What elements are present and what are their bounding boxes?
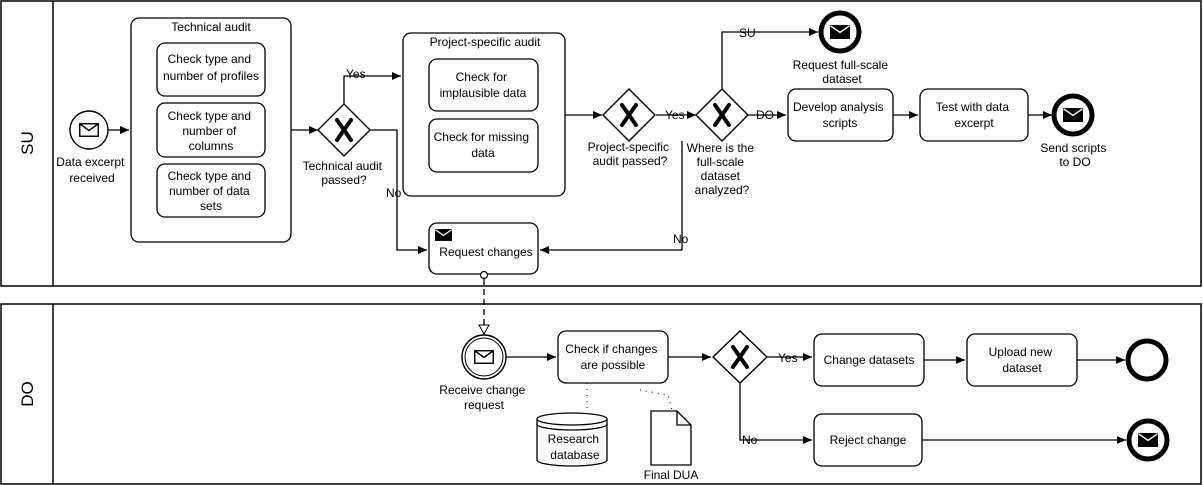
task-check-missing: Check for missing data (428, 118, 539, 173)
task-check-implausible: Check for implausible data (428, 58, 539, 112)
end-event-request-full-scale: Request full-scale dataset (793, 10, 892, 86)
request-full-label-1: Request full-scale (793, 58, 889, 72)
flow-label-su: SU (739, 26, 756, 40)
send-scripts-label-1: Send scripts (1040, 141, 1106, 155)
flow-label-yes-project: Yes (665, 108, 685, 122)
gateway-project-audit: Project-specific audit passed? (588, 88, 673, 168)
gateway-technical-audit: Technical audit passed? (303, 103, 386, 187)
end-event-send-scripts: Send scripts to DO (1040, 93, 1109, 169)
svg-text:Send scripts to DO: Send scripts to DO (1040, 141, 1109, 169)
svg-text:Request full-scale datas: Request full-scale dataset (793, 58, 892, 86)
svg-text:Check type and number: Check type and number of columns (168, 109, 255, 153)
gateway-technical-label-2: passed? (321, 173, 367, 187)
task-upload-dataset: Upload new dataset (966, 333, 1078, 387)
start-event-data-excerpt: Data excerpt received (56, 110, 127, 185)
gateway-project-label-1: Project-specific (588, 140, 669, 154)
task-change-datasets: Change datasets (813, 333, 925, 387)
do-sequence-flows (506, 353, 1126, 444)
svg-text:Research database: Research database (548, 432, 603, 462)
gateway-where-analyzed: Where is the full-scale dataset analyzed… (687, 88, 758, 197)
gateway-where-label-4: analyzed? (695, 183, 750, 197)
gateway-where-label-3: dataset (701, 169, 741, 183)
flow-label-no-project: No (673, 232, 689, 246)
flow-label-do: DO (756, 108, 774, 122)
svg-text:Receive change request: Receive change request (439, 383, 528, 412)
svg-text:Technical audit passed?: Technical audit passed? (303, 159, 386, 187)
svg-text:Reject change: Reject change (830, 433, 907, 447)
x-icon (713, 103, 731, 127)
gateway-where-label-1: Where is the (687, 141, 755, 155)
svg-text:Upload new dataset: Upload new dataset (989, 345, 1056, 375)
envelope-icon (1138, 433, 1158, 447)
message-flow-request-changes (478, 270, 490, 336)
task-request-changes: Request changes (428, 222, 539, 275)
final-dua-label: Final DUA (644, 468, 699, 482)
svg-text:Data excerpt received: Data excerpt received (56, 155, 127, 185)
gateway-do-changes (711, 330, 769, 384)
x-icon (620, 103, 638, 127)
receive-change-label-2: request (464, 398, 505, 412)
svg-text:Check type and number: Check type and number of profiles (163, 52, 259, 83)
task-test-excerpt: Test with data excerpt (919, 88, 1029, 142)
task-check-data-sets: Check type and number of data sets (156, 163, 266, 218)
receive-change-label-1: Receive change (439, 383, 525, 397)
x-icon (335, 118, 353, 142)
su-sequence-flows (107, 28, 1052, 254)
intermediate-event-receive-change: Receive change request (439, 334, 528, 412)
svg-text:Check for implausible: Check for implausible data (440, 70, 527, 100)
svg-text:Check if changes are pos: Check if changes are possible (565, 342, 660, 372)
svg-text:Change datasets: Change datasets (824, 353, 915, 367)
start-event-label-line1: Data excerpt (56, 155, 125, 169)
task-develop-scripts: Develop analysis scripts (787, 88, 894, 142)
task-check-changes: Check if changes are possible (557, 330, 669, 384)
flow-label-yes-do: Yes (778, 351, 798, 365)
svg-text:Project-specific audit p: Project-specific audit passed? (588, 140, 673, 168)
lane-su: SU (0, 0, 1202, 287)
svg-text:Check for missing data: Check for missing data (434, 130, 533, 160)
gateway-project-label-2: audit passed? (593, 154, 668, 168)
flow-label-yes-technical: Yes (346, 67, 366, 81)
svg-text:Check type and number: Check type and number of data sets (168, 169, 255, 213)
gateway-technical-label-1: Technical audit (303, 159, 383, 173)
envelope-icon (79, 123, 99, 137)
svg-text:Test with data excerpt: Test with data excerpt (936, 100, 1013, 130)
project-audit-subprocess: Project-specific audit Check for implaus… (402, 32, 566, 197)
send-scripts-label-2: to DO (1059, 155, 1090, 169)
lane-do-label: DO (18, 381, 37, 407)
technical-audit-subprocess: Technical audit Check type and number of… (130, 17, 292, 243)
svg-text:Develop analysis scripts: Develop analysis scripts (793, 100, 887, 130)
task-reject-change: Reject change (813, 413, 923, 467)
start-event-label-line2: received (69, 171, 114, 185)
request-full-label-2: dataset (822, 72, 862, 86)
project-audit-title: Project-specific audit (430, 35, 541, 49)
flow-label-no-technical: No (386, 186, 402, 200)
task-check-profiles: Check type and number of profiles (156, 42, 266, 97)
end-event-upload (1125, 338, 1169, 382)
lane-do: DO (0, 303, 1202, 485)
envelope-icon (1063, 108, 1083, 122)
envelope-icon (435, 229, 452, 241)
envelope-icon (474, 350, 494, 364)
end-event-reject (1126, 418, 1170, 462)
request-changes-label: Request changes (439, 245, 532, 259)
lane-su-label: SU (18, 131, 37, 155)
technical-audit-title: Technical audit (171, 20, 251, 34)
x-icon (731, 345, 749, 369)
data-object-final-dua: Final DUA (644, 410, 699, 482)
envelope-icon (830, 25, 850, 39)
gateway-where-label-2: full-scale (697, 155, 745, 169)
svg-text:Where is the full-scale: Where is the full-scale dataset analyzed… (687, 141, 758, 197)
data-store-research-database: Research database (536, 412, 608, 467)
task-check-columns: Check type and number of columns (156, 102, 266, 158)
flow-label-no-do: No (742, 433, 758, 447)
